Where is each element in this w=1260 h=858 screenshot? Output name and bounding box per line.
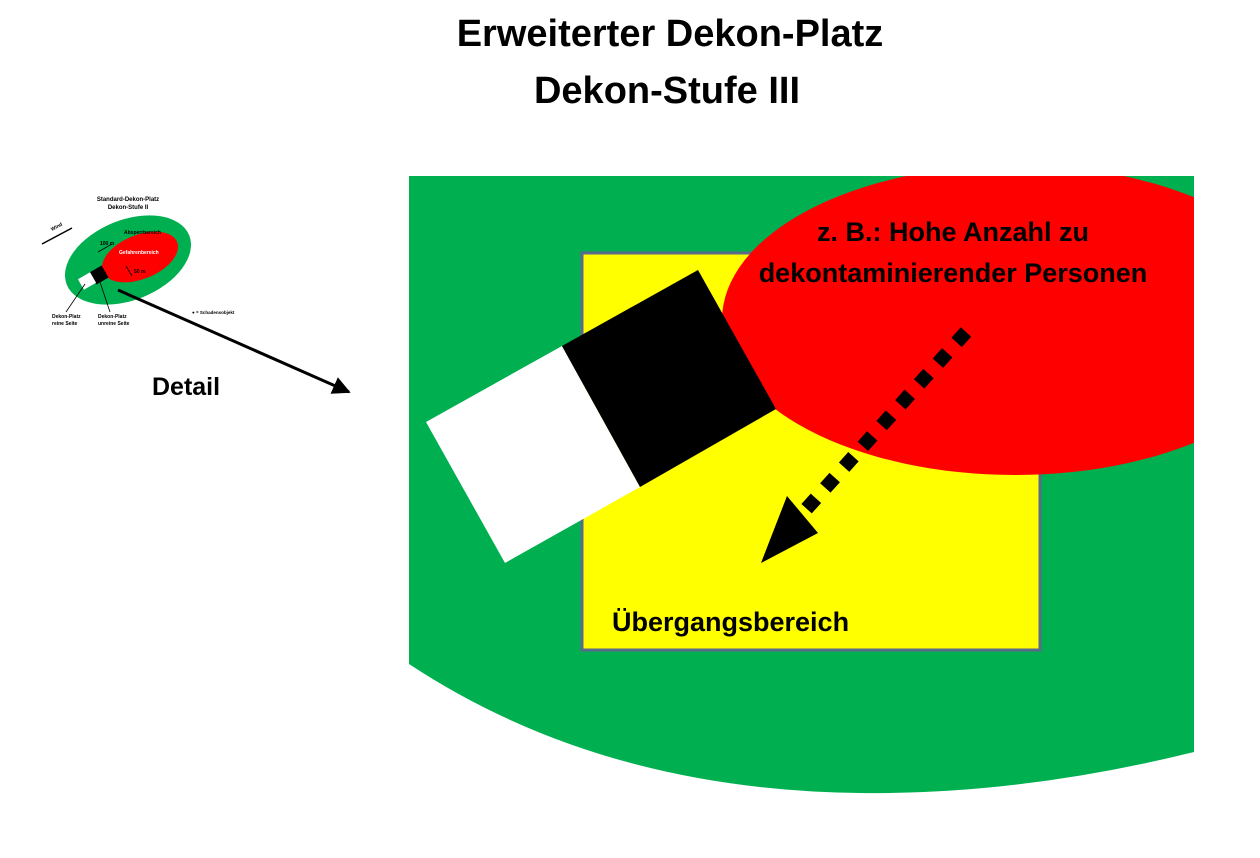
overview-title-line2: Dekon-Stufe II xyxy=(108,205,149,211)
detail-clean-side-square xyxy=(426,346,640,563)
overview-clean-side-leader xyxy=(65,283,86,313)
detail-hazard-area xyxy=(722,176,1194,475)
overview-unclean-side-line2: unreine Seite xyxy=(98,321,130,327)
detail-unclean-side-square xyxy=(562,270,776,487)
overview-unclean-side-line1: Dekon-Platz xyxy=(98,314,127,320)
detail-diagram xyxy=(409,176,1194,794)
wind-label: Wind xyxy=(50,222,64,233)
overview-title-line1: Standard-Dekon-Platz xyxy=(97,197,159,203)
detail-red-zone-line2: dekontaminierender Personen xyxy=(759,258,1148,288)
overview-diagram: Standard-Dekon-Platz Dekon-Stufe II Wind… xyxy=(41,197,235,327)
wind-indicator-line xyxy=(41,227,73,245)
overview-clean-side-line2: reine Seite xyxy=(52,321,78,327)
overview-distance-inner: 50 m xyxy=(134,269,146,275)
overview-clean-side-line1: Dekon-Platz xyxy=(52,314,81,320)
overview-legend-damage-object: ● = Schadensobjekt xyxy=(192,310,235,315)
main-title-line2: Dekon-Stufe III xyxy=(534,70,800,112)
detail-flow-arrowhead xyxy=(761,496,818,563)
detail-red-zone-line1: z. B.: Hohe Anzahl zu xyxy=(817,217,1089,247)
overview-unclean-side-leader xyxy=(99,281,111,313)
detail-label: Detail xyxy=(152,373,220,401)
overview-clean-side-square xyxy=(77,272,97,290)
main-title-line1: Erweiterter Dekon-Platz xyxy=(457,13,884,55)
detail-transition-area-label: Übergangsbereich xyxy=(612,607,849,637)
overview-distance-outer: 100 m xyxy=(100,241,115,247)
overview-dimension-outer xyxy=(97,243,113,253)
detail-flow-arrow-shaft xyxy=(794,327,972,521)
overview-dimension-inner xyxy=(125,265,133,277)
overview-hazard-area xyxy=(102,231,178,283)
overview-hazard-label: Gefahrenbereich xyxy=(119,250,159,256)
detail-pointer-arrow xyxy=(117,288,351,394)
overview-cordon-label: Absperrbereich xyxy=(124,230,161,236)
